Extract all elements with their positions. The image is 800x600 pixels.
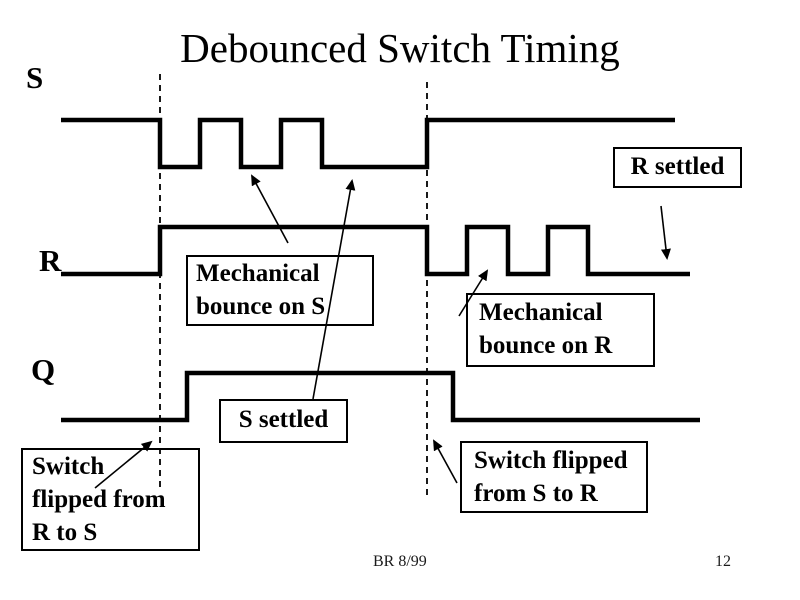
annotation-s-settled: S settled [219, 399, 348, 443]
waveform-r [61, 224, 690, 277]
waveforms-group [61, 117, 700, 423]
arrow-to-flip-2 [433, 439, 458, 484]
annotation-mechanical-bounce-on-r: Mechanical bounce on R [466, 293, 655, 367]
slide-title: Debounced Switch Timing [180, 25, 620, 71]
annotation-switch-flipped-s-to-r: Switch flipped from S to R [460, 441, 648, 513]
waveform-s [61, 117, 675, 170]
annotation-r-settled: R settled [613, 147, 742, 188]
signal-label-s: S [26, 60, 44, 95]
footer-credit: BR 8/99 [373, 553, 427, 570]
annotation-mechanical-bounce-on-s: Mechanical bounce on S [186, 255, 374, 326]
page-number: 12 [715, 553, 731, 570]
signal-label-r: R [39, 243, 62, 278]
signal-label-q: Q [31, 352, 56, 387]
arrow-to-r-settled [660, 205, 671, 260]
annotation-switch-flipped-r-to-s: Switch flipped from R to S [21, 448, 200, 551]
waveform-q [61, 370, 700, 423]
arrow-to-s-bounce [251, 174, 289, 244]
